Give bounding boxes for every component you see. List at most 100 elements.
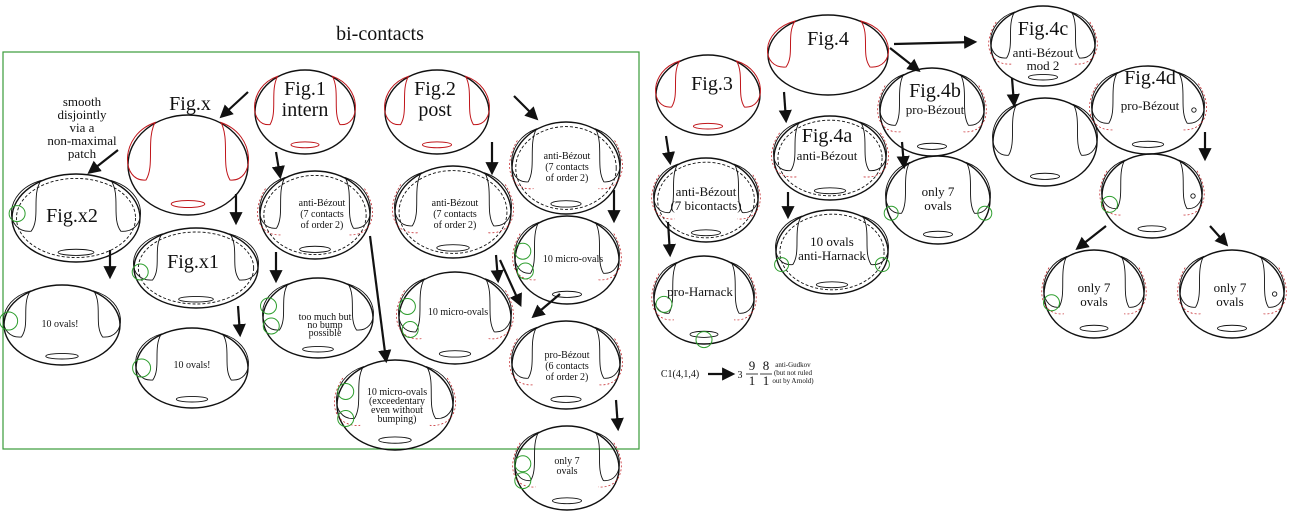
svg-text:only 7: only 7 xyxy=(1078,280,1111,295)
label-fig-1-sub: intern xyxy=(282,99,329,121)
label-10-ovals-b: 10 ovals! xyxy=(174,360,211,371)
svg-text:anti-Bézout: anti-Bézout xyxy=(676,184,737,199)
arrow-figx-in xyxy=(219,91,249,119)
svg-text:bumping): bumping) xyxy=(378,414,417,425)
fig-x1-curve xyxy=(131,227,259,309)
svg-text:ovals: ovals xyxy=(1216,294,1243,309)
svg-text:only 7: only 7 xyxy=(922,184,955,199)
micro-ovals-a xyxy=(396,271,514,365)
fig-3-curve xyxy=(655,54,761,136)
svg-text:anti-Bézout: anti-Bézout xyxy=(432,198,479,209)
arrow-ab-long xyxy=(368,235,392,364)
label-fig-2-sub: post xyxy=(418,99,452,121)
label-micro-a: 10 micro-ovals xyxy=(428,307,488,318)
label-fig-4b-sub: pro-Bézout xyxy=(906,102,965,117)
fig-x2-curve xyxy=(8,173,141,263)
pro-bezout-6 xyxy=(509,320,623,410)
fig-x-curve xyxy=(126,114,250,216)
arrow-probez-down xyxy=(610,399,624,432)
label-micro-b: 10 micro-ovals xyxy=(543,254,603,265)
svg-text:possible: possible xyxy=(309,328,342,339)
label-10-ovals-harnack: 10 ovals anti-Harnack xyxy=(798,234,866,263)
svg-text:10 micro-ovals: 10 micro-ovals xyxy=(367,387,427,398)
fig-1-anti-bezout xyxy=(257,170,373,260)
label-micro-exc: 10 micro-ovals (exceedentary even withou… xyxy=(367,387,427,425)
arrow-ab2-down xyxy=(490,254,504,284)
svg-text:only 7: only 7 xyxy=(1214,280,1247,295)
svg-text:anti-Bézout: anti-Bézout xyxy=(544,151,591,162)
svg-text:no bump: no bump xyxy=(307,320,342,331)
bi-contacts-frame xyxy=(2,51,640,450)
smooth-note: smooth disjointly via a non-maximal patc… xyxy=(47,94,117,161)
svg-text:10 ovals: 10 ovals xyxy=(810,234,854,249)
ten-ovals-harnack xyxy=(774,209,890,295)
svg-text:non-maximal: non-maximal xyxy=(47,133,117,148)
svg-text:of order 2): of order 2) xyxy=(301,220,344,231)
arrow-fig1-down xyxy=(271,151,285,180)
label-anti-bezout-7bi: anti-Bézout (7 bicontacts) xyxy=(670,184,741,213)
arrow-x1-down xyxy=(232,305,246,338)
arrow-micro-a xyxy=(498,259,522,308)
arrow-fig3-down xyxy=(661,135,676,166)
svg-text:9: 9 xyxy=(749,358,756,373)
svg-text:ovals: ovals xyxy=(556,466,577,477)
svg-text:3: 3 xyxy=(738,370,743,381)
arrow-4d-right xyxy=(1209,225,1229,247)
arrow-micro-b-down xyxy=(531,293,561,319)
label-anti-bezout-right: anti-Bézout (7 contacts of order 2) xyxy=(544,151,591,184)
label-fig-4c: Fig.4c xyxy=(1018,18,1069,40)
svg-text:1: 1 xyxy=(763,373,770,388)
label-fig-4d: Fig.4d xyxy=(1124,67,1176,89)
svg-text:out by Arnold): out by Arnold) xyxy=(772,377,814,385)
fig-4a-curve xyxy=(771,115,889,201)
label-fig-4a-sub: anti-Bézout xyxy=(797,148,858,163)
fig-2-anti-bezout xyxy=(392,165,514,259)
svg-text:1: 1 xyxy=(749,373,756,388)
svg-text:anti-Harnack: anti-Harnack xyxy=(798,248,866,263)
svg-text:of order 2): of order 2) xyxy=(546,173,589,184)
micro-ovals-exc xyxy=(334,359,456,451)
label-pro-bezout-6: pro-Bézout (6 contacts of order 2) xyxy=(545,350,590,383)
fig-2-curve xyxy=(384,69,490,155)
svg-text:(7 contacts: (7 contacts xyxy=(300,209,344,220)
gudkov-formula: C1(4,1,4) 3 9 1 8 1 anti-Gudkov (but not… xyxy=(661,358,814,388)
label-fig-2: Fig.2 xyxy=(414,78,456,100)
svg-text:even without: even without xyxy=(371,405,423,416)
svg-text:ovals: ovals xyxy=(924,198,951,213)
fig-1-curve xyxy=(254,69,356,155)
label-anti-bezout-fig2: anti-Bézout (7 contacts of order 2) xyxy=(432,198,479,231)
ten-ovals-a xyxy=(0,284,121,366)
arrow-4c-down xyxy=(1006,77,1020,108)
svg-text:8: 8 xyxy=(763,358,770,373)
label-fig-4b: Fig.4b xyxy=(909,80,961,102)
arrow-ab7bi-down xyxy=(662,221,676,258)
anti-bezout-7bi xyxy=(651,157,761,243)
svg-text:via a: via a xyxy=(70,120,95,135)
label-10-ovals-a: 10 ovals! xyxy=(42,319,79,330)
label-fig-4c-mod: mod 2 xyxy=(1027,58,1060,73)
fig-4c-curve xyxy=(988,5,1098,87)
arrow-fig4-4b xyxy=(889,47,921,73)
label-too-much: too much but no bump possible xyxy=(299,312,352,339)
svg-text:ovals: ovals xyxy=(1080,294,1107,309)
label-only7-a: only 7 ovals xyxy=(554,456,579,477)
micro-ovals-b xyxy=(512,215,622,305)
svg-text:smooth: smooth xyxy=(63,94,102,109)
svg-text:too much but: too much but xyxy=(299,312,352,323)
svg-text:(7 contacts: (7 contacts xyxy=(433,209,477,220)
svg-text:(exceedentary: (exceedentary xyxy=(369,396,425,407)
arrow-4d-left xyxy=(1075,225,1107,251)
svg-text:of order 2): of order 2) xyxy=(546,372,589,383)
too-much-curve xyxy=(260,277,374,359)
label-only7-c: only 7 ovals xyxy=(1078,280,1111,309)
label-fig-1: Fig.1 xyxy=(284,78,326,100)
right-anti-bezout xyxy=(509,121,623,215)
label-pro-harnack: pro-Harnack xyxy=(667,284,733,299)
svg-text:(7 contacts: (7 contacts xyxy=(545,162,589,173)
svg-text:disjointly: disjointly xyxy=(57,107,107,122)
arrow-fig4-right xyxy=(893,35,978,49)
fig-4d-child xyxy=(1099,153,1205,239)
label-fig-4: Fig.4 xyxy=(807,28,849,50)
label-only7-b: only 7 ovals xyxy=(922,184,955,213)
